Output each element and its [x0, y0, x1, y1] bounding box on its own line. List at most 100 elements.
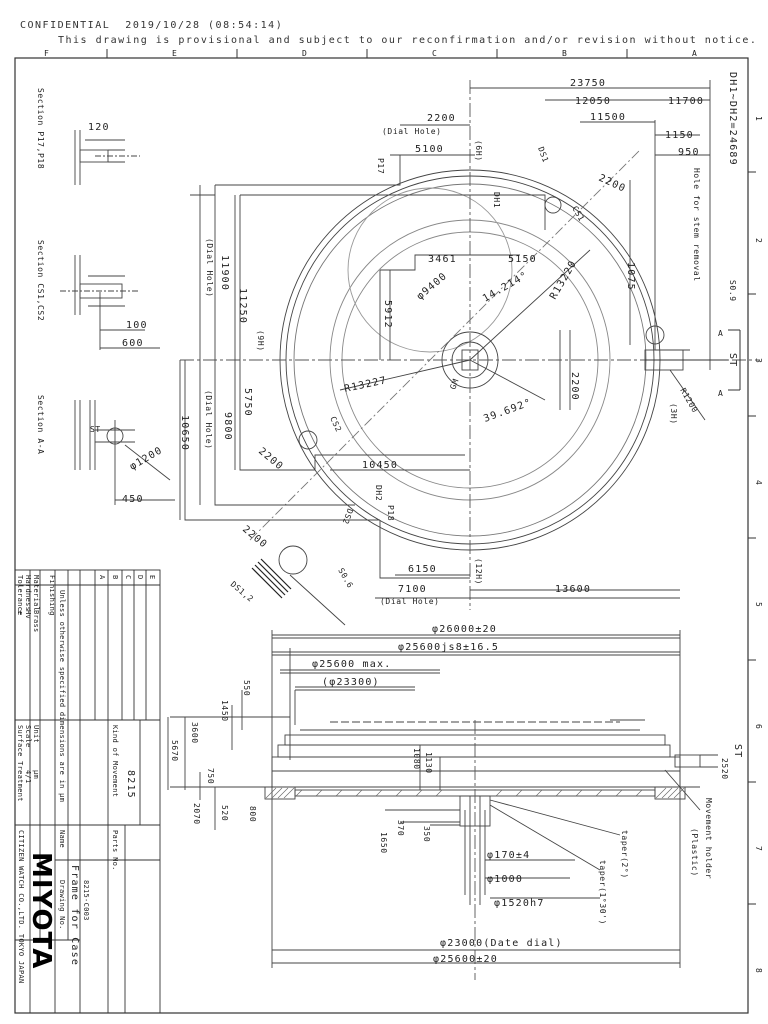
dim-2200-right: 2200	[569, 372, 580, 401]
side-dim-phi25600max: φ25600 max.	[312, 659, 391, 670]
label-cs1: CS1	[570, 205, 586, 224]
tb-material: Material	[32, 575, 40, 611]
dim-950: 950	[678, 147, 700, 158]
tb-kind-of-movement: Kind of Movement	[111, 725, 119, 797]
border-letter-f: F	[44, 49, 49, 58]
dim-3461: 3461	[428, 254, 457, 265]
dim-7100: 7100	[398, 584, 427, 595]
section-cs-title: Section CS1,CS2	[36, 240, 45, 321]
dim-13600: 13600	[555, 584, 591, 595]
side-hatch	[265, 787, 685, 799]
tb-tolerance-val: ±	[16, 610, 24, 615]
dim-10650: 10650	[179, 415, 190, 451]
dim-6150: 6150	[408, 564, 437, 575]
label-3h: (3H)	[669, 403, 678, 425]
dim-2200-ds2: 2200	[240, 524, 269, 551]
dim-23750: 23750	[570, 78, 606, 89]
border-number-7: 7	[754, 846, 763, 851]
section-cs-dim-600: 600	[122, 338, 144, 349]
side-dim-phi26000: φ26000±20	[432, 624, 497, 635]
border-letter-e: E	[172, 49, 177, 58]
rev-letter-d: D	[136, 575, 144, 580]
side-dim-3600: 3600	[190, 722, 199, 744]
section-p17-title: Section P17,P18	[36, 88, 45, 169]
label-r13227: R13227	[343, 375, 388, 395]
section-p17-dim: 120	[88, 122, 110, 133]
side-dim-800: 800	[248, 806, 257, 822]
side-dim-2070: 2070	[192, 803, 201, 825]
dim-1150: 1150	[665, 130, 694, 141]
drawing-frame	[14, 57, 749, 1014]
section-aa-title: Section A-A	[36, 395, 45, 455]
dim-10450: 10450	[362, 460, 398, 471]
tb-scale-val: 4/1	[24, 770, 32, 784]
dim-11900: 11900	[219, 255, 230, 291]
tb-surface-treatment: Surface Treatment	[16, 725, 24, 802]
dim-5912: 5912	[382, 300, 393, 329]
side-label-taper130: taper(1°30')	[598, 860, 607, 925]
side-dim-1450: 1450	[220, 700, 229, 722]
dim-2200-cs2: 2200	[256, 446, 285, 473]
label-s09: S0.9	[728, 280, 737, 302]
section-aa-st: ST	[90, 425, 101, 434]
tb-hardness-val: Hv	[24, 610, 32, 619]
tb-tolerance: Tolerance	[16, 575, 24, 616]
side-dim-1650: 1650	[379, 832, 388, 854]
side-label-plastic: (Plastic)	[690, 828, 699, 877]
label-r1200: R1200	[678, 387, 699, 415]
tb-material-val: Brass	[32, 610, 40, 633]
label-dh1: DH1	[492, 192, 501, 208]
border-number-6: 6	[754, 724, 763, 729]
border-number-5: 5	[754, 602, 763, 607]
label-ds12: DS1,2	[229, 580, 256, 604]
label-12h: (12H)	[474, 558, 483, 585]
section-cs-dim-100: 100	[126, 320, 148, 331]
label-st-top: ST	[727, 353, 738, 367]
tb-drawing-number: 8215-C003	[82, 880, 90, 921]
rev-letter-b: B	[111, 575, 119, 580]
side-dim-550: 550	[242, 680, 251, 696]
dim-5750: 5750	[242, 388, 253, 417]
border-number-1: 1	[754, 116, 763, 121]
label-cs2: CS2	[328, 415, 343, 434]
label-p18: P18	[386, 505, 395, 521]
border-number-4: 4	[754, 480, 763, 485]
dim-1075: 1075	[625, 262, 636, 291]
side-dim-phi1520: φ1520h7	[494, 898, 545, 909]
dim-11500: 11500	[590, 112, 626, 123]
title-block	[14, 569, 161, 1014]
tb-hardness: Hardness	[24, 575, 32, 611]
dim-5150: 5150	[508, 254, 537, 265]
miyota-logo: MIYOTA	[26, 852, 56, 969]
border-number-8: 8	[754, 968, 763, 973]
top-border	[106, 49, 628, 58]
side-dim-phi25600js8: φ25600js8±16.5	[398, 642, 499, 653]
border-number-3: 3	[754, 358, 763, 363]
label-r13220: R13220	[548, 258, 579, 301]
label-dh-sum: DH1~DH2=24689	[727, 72, 738, 166]
tb-name-label: Name	[58, 830, 66, 848]
section-aa-dim-450: 450	[122, 494, 144, 505]
section-aa-phi1200: φ1200	[128, 445, 165, 473]
dim-11700: 11700	[668, 96, 704, 107]
side-dim-phi1000: φ1000	[487, 874, 523, 885]
ds-hatch	[251, 558, 292, 599]
label-a-top: A	[718, 329, 723, 338]
tb-finishing: Finishing	[48, 575, 56, 616]
side-dim-1080: 1080	[412, 748, 421, 770]
tb-part-name: Frame for Case	[69, 865, 80, 966]
label-ds2: DS2	[341, 507, 355, 525]
side-dim-750: 750	[206, 768, 215, 784]
tb-unit-val: μm	[32, 770, 40, 779]
side-dim-1130: 1130	[424, 752, 433, 774]
rev-letter-c: C	[124, 575, 132, 580]
label-dh2: DH2	[374, 485, 383, 501]
label-gm: GM	[448, 377, 460, 390]
side-dim-5670: 5670	[170, 740, 179, 762]
dim-2200-dial: 2200	[427, 113, 456, 124]
side-dim-2520: 2520	[720, 758, 729, 780]
dim-12050: 12050	[575, 96, 611, 107]
label-s06: S0.6	[336, 567, 355, 590]
label-p17: P17	[376, 158, 385, 174]
